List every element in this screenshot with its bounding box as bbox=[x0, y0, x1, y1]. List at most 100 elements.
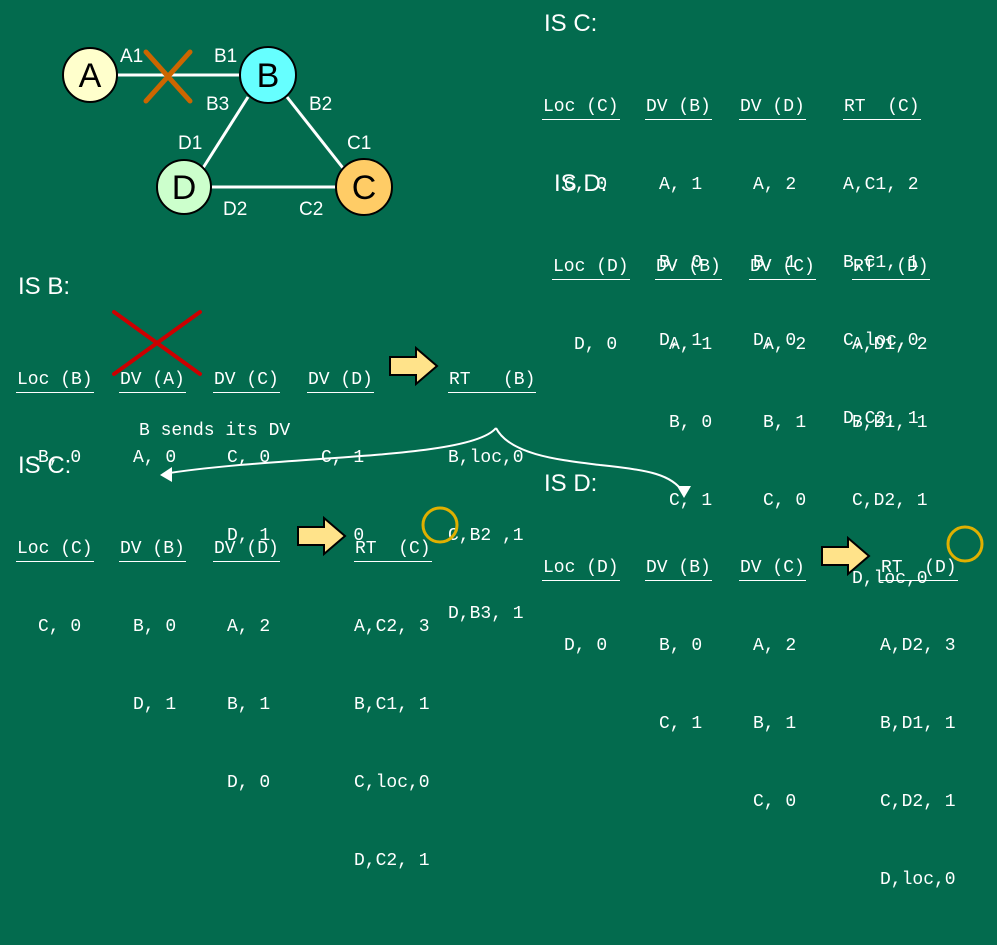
is-c-bottom-loc-table: Loc (C) C, 0 bbox=[16, 486, 94, 692]
table-header: DV (D) bbox=[213, 538, 280, 562]
is-c-top-dv-b-table: DV (B) A, 1 B, 0 D, 1 bbox=[645, 44, 712, 406]
table-row: D, 1 bbox=[227, 526, 271, 546]
table-header: RT (D) bbox=[852, 256, 930, 280]
table-row: D, 0 bbox=[564, 636, 608, 656]
is-c-bottom-dv-b-table: DV (B) B, 0 D, 1 bbox=[119, 486, 186, 770]
table-row: B,C1, 1 bbox=[354, 695, 430, 715]
table-row: B, 1 bbox=[763, 413, 807, 433]
table-row: A,C2, 3 bbox=[354, 617, 430, 637]
node-b: B bbox=[239, 46, 297, 104]
table-header: Loc (C) bbox=[16, 538, 94, 562]
link-b-d bbox=[201, 96, 250, 169]
table-row: C, 1 bbox=[659, 714, 703, 734]
table-row: C, 0 bbox=[763, 491, 807, 511]
table-row: D,loc,0 bbox=[852, 569, 928, 589]
is-d-bottom-loc-table: Loc (D) D, 0 bbox=[542, 505, 620, 711]
link-label-b2: B2 bbox=[309, 94, 332, 115]
table-row: D, 1 bbox=[659, 331, 703, 351]
table-row: A,C1, 2 bbox=[843, 175, 919, 195]
node-c: C bbox=[335, 158, 393, 216]
table-header: DV (C) bbox=[739, 557, 806, 581]
table-row: B, 1 bbox=[753, 253, 797, 273]
arrow-right-icon bbox=[389, 346, 439, 386]
table-row: C, 0 bbox=[227, 448, 271, 468]
is-b-loc-table: Loc (B) B, 0 bbox=[16, 317, 94, 523]
table-row: B,D1, 1 bbox=[880, 714, 956, 734]
table-header: DV (B) bbox=[645, 96, 712, 120]
table-header: DV (D) bbox=[307, 369, 374, 393]
table-row: B, 1 bbox=[227, 695, 271, 715]
table-row: D, 0 bbox=[753, 331, 797, 351]
node-label: B bbox=[257, 57, 280, 95]
table-row: D, 0 bbox=[227, 773, 271, 793]
is-d-top-heading: IS D: bbox=[554, 170, 608, 197]
node-label: D bbox=[172, 169, 197, 207]
table-row: B, 0 bbox=[659, 636, 703, 656]
is-b-heading: IS B: bbox=[18, 273, 71, 300]
table-row: A, 2 bbox=[753, 636, 797, 656]
network-topology: A B C D A1 B1 B3 B2 D1 C1 D2 C2 bbox=[62, 46, 393, 220]
table-header: Loc (D) bbox=[552, 256, 630, 280]
dv-a-cross-out bbox=[112, 310, 202, 376]
is-d-top-dv-c-table: DV (C) A, 2 B, 1 C, 0 bbox=[749, 204, 816, 566]
link-label-c1: C1 bbox=[347, 133, 371, 154]
table-header: Loc (C) bbox=[542, 96, 620, 120]
table-row: B, 0 bbox=[133, 617, 177, 637]
table-header: RT (C) bbox=[843, 96, 921, 120]
table-header: DV (C) bbox=[749, 256, 816, 280]
table-header: Loc (D) bbox=[542, 557, 620, 581]
table-row: A, 2 bbox=[763, 335, 807, 355]
is-c-top-loc-table: Loc (C) C, 0 bbox=[542, 44, 620, 250]
table-row: D, 1 bbox=[133, 695, 177, 715]
is-b-rt-table: RT (B) B,loc,0 C,B2 ,1 D,B3, 1 bbox=[448, 317, 537, 679]
table-row: B,loc,0 bbox=[448, 448, 524, 468]
table-row: D,C2, 1 bbox=[354, 851, 430, 871]
table-header: DV (B) bbox=[645, 557, 712, 581]
is-c-bottom-rt-table: RT (C) A,C2, 3 B,C1, 1 C,loc,0 D,C2, 1 bbox=[354, 486, 432, 926]
table-header: DV (D) bbox=[739, 96, 806, 120]
table-row: C, 0 bbox=[753, 792, 797, 812]
table-row: B, 1 bbox=[753, 714, 797, 734]
link-label-d2: D2 bbox=[223, 199, 247, 220]
table-row: A, 1 bbox=[669, 335, 713, 355]
table-row: B,C1, 1 bbox=[843, 253, 919, 273]
table-header: RT (B) bbox=[448, 369, 537, 393]
table-header: DV (B) bbox=[655, 256, 722, 280]
table-row: C, 1 bbox=[321, 448, 365, 468]
table-header: DV (C) bbox=[213, 369, 280, 393]
highlight-circle bbox=[946, 525, 984, 563]
table-header: Loc (B) bbox=[16, 369, 94, 393]
table-row: C, 0 bbox=[38, 617, 82, 637]
table-row: C,loc,0 bbox=[354, 773, 430, 793]
link-label-c2: C2 bbox=[299, 199, 323, 220]
table-row: A, 2 bbox=[753, 175, 797, 195]
node-d: D bbox=[156, 159, 212, 215]
b-sends-dv-note: B sends its DV bbox=[139, 421, 291, 441]
highlight-circle bbox=[421, 506, 459, 544]
table-row: D, 0 bbox=[574, 335, 618, 355]
is-d-top-rt-table: RT (D) A,D1, 2 B,D1, 1 C,D2, 1 D,loc,0 bbox=[852, 204, 930, 644]
arrow-right-icon bbox=[297, 516, 347, 556]
is-d-bottom-heading: IS D: bbox=[544, 470, 598, 497]
table-row: C,D2, 1 bbox=[852, 491, 928, 511]
table-row: C,D2, 1 bbox=[880, 792, 956, 812]
table-row: D,C2, 1 bbox=[843, 409, 919, 429]
link-label-b1: B1 bbox=[214, 46, 237, 67]
is-c-bottom-dv-d-table: DV (D) A, 2 B, 1 D, 0 bbox=[213, 486, 280, 848]
is-c-top-rt-table: RT (C) A,C1, 2 B,C1, 1 C,loc,0 D,C2, 1 bbox=[843, 44, 921, 484]
table-row: A, 2 bbox=[227, 617, 271, 637]
table-row: B, 0 bbox=[659, 253, 703, 273]
table-row: A, 0 bbox=[133, 448, 177, 468]
link-label-b3: B3 bbox=[206, 94, 229, 115]
table-row: D,B3, 1 bbox=[448, 604, 524, 624]
is-c-bottom-heading: IS C: bbox=[18, 452, 72, 479]
table-row: C, 0 bbox=[564, 175, 608, 195]
is-d-bottom-rt-table: RT (D) A,D2, 3 B,D1, 1 C,D2, 1 D,loc,0 bbox=[880, 505, 958, 945]
node-label: C bbox=[352, 169, 377, 207]
link-break-cross bbox=[143, 49, 193, 104]
table-row: B, 0 bbox=[669, 413, 713, 433]
table-row: A,D1, 2 bbox=[852, 335, 928, 355]
is-d-bottom-dv-b-table: DV (B) B, 0 C, 1 bbox=[645, 505, 712, 789]
table-row: B,D1, 1 bbox=[852, 413, 928, 433]
is-d-top-loc-table: Loc (D) D, 0 bbox=[552, 204, 630, 410]
